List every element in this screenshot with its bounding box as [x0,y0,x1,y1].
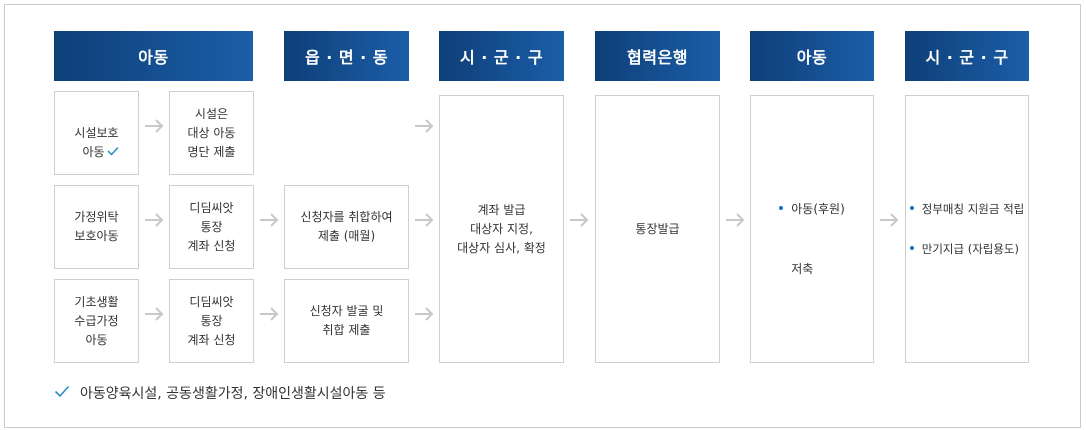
box-bankbook-issue: 통장발급 [595,95,720,363]
list-item: 정부매칭 지원금 적립 [909,199,1024,219]
right-arrow-icon [143,306,165,322]
right-arrow-icon [878,212,900,228]
box-facility-child: 시설보호 아동 [54,91,139,175]
box-account-apply-2: 디딤씨앗 통장 계좌 신청 [169,279,254,363]
right-arrow-icon [143,118,165,134]
box-facility-submit: 시설은 대상 아동 명단 제출 [169,91,254,175]
header-child: 아동 [54,31,253,81]
right-arrow-icon [143,212,165,228]
bullet-continuation: 저축 [791,262,814,276]
box-account-apply-1: 디딤씨앗 통장 계좌 신청 [169,185,254,269]
header-child-2: 아동 [750,31,874,81]
box-collect-submit: 신청자를 취합하여 제출 (매월) [284,185,409,269]
box-child-saving: 아동(후원) 저축 [750,95,874,363]
bullet-dot-icon [909,246,914,250]
right-arrow-icon [413,118,435,134]
right-arrow-icon [724,212,746,228]
bullet-dot-icon [909,206,914,210]
right-arrow-icon [568,212,590,228]
footnote: 아동양육시설, 공동생활가정, 장애인생활시설아동 등 [54,383,386,403]
box-foster-child: 가정위탁 보호아동 [54,185,139,269]
right-arrow-icon [413,212,435,228]
header-partner-bank: 협력은행 [595,31,720,81]
check-icon [107,145,119,159]
check-icon [54,385,70,402]
box-basic-livelihood-child: 기초생활 수급가정 아동 [54,279,139,363]
right-arrow-icon [258,306,280,322]
right-arrow-icon [413,306,435,322]
header-si-gun-gu: 시 · 군 · 구 [439,31,564,81]
right-arrow-icon [258,212,280,228]
box-account-issue: 계좌 발급 대상자 지정, 대상자 심사, 확정 [439,95,564,363]
header-si-gun-gu-2: 시 · 군 · 구 [905,31,1029,81]
list-item: 만기지급 (자립용도) [909,239,1025,259]
header-eup-myeon-dong: 읍 · 면 · 동 [284,31,409,81]
box-facility-child-label: 시설보호 아동 [74,125,119,159]
footnote-text: 아동양육시설, 공동생활가정, 장애인생활시설아동 등 [80,386,386,402]
bullet-dot-icon [779,206,784,210]
list-item: 아동(후원) [779,199,845,219]
box-discover-submit: 신청자 발굴 및 취합 제출 [284,279,409,363]
box-government-matching: 정부매칭 지원금 적립 만기지급 (자립용도) [905,95,1029,363]
